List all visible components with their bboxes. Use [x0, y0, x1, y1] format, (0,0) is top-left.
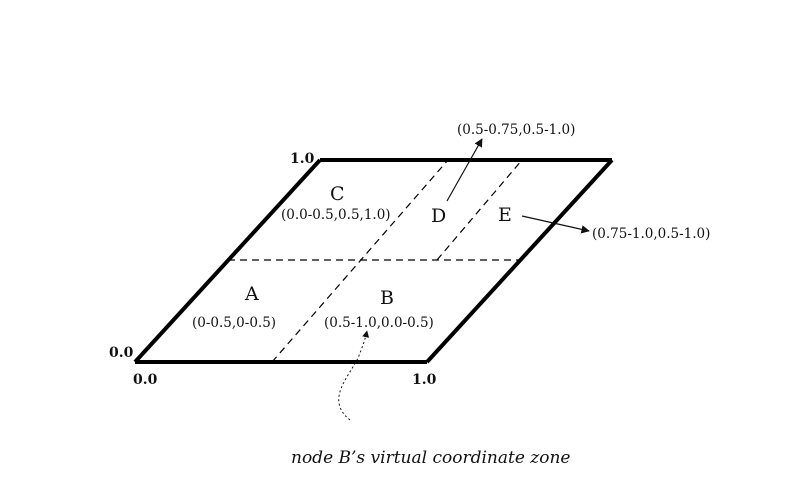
- zone-b-letter: B: [380, 287, 394, 309]
- divider-vertical: [271, 159, 449, 363]
- zone-c-letter: C: [330, 183, 345, 205]
- zone-d-range: (0.5-0.75,0.5-1.0): [457, 122, 575, 138]
- origin-x-label: 0.0: [133, 372, 158, 388]
- y-end-label: 1.0: [290, 151, 315, 167]
- zone-b-range: (0.5-1.0,0.0-0.5): [324, 315, 434, 331]
- zone-e-pointer-arrow: [521, 215, 590, 234]
- zone-e-range: (0.75-1.0,0.5-1.0): [592, 226, 710, 242]
- divider-d-e: [436, 159, 523, 261]
- zone-d-pointer-arrow: [446, 138, 483, 202]
- zone-e-letter: E: [498, 204, 512, 226]
- origin-y-label: 0.0: [109, 345, 134, 361]
- boundary-left: [133, 158, 322, 364]
- zone-d-letter: D: [431, 205, 446, 227]
- zone-caption: node B’s virtual coordinate zone: [291, 448, 571, 468]
- zone-a-letter: A: [244, 283, 259, 305]
- x-end-label: 1.0: [412, 372, 437, 388]
- zone-c-range: (0.0-0.5,0.5,1.0): [281, 207, 391, 223]
- zone-a-range: (0-0.5,0-0.5): [192, 315, 276, 331]
- zone-b-pointer-curve: [338, 330, 370, 421]
- boundary-right: [425, 158, 614, 364]
